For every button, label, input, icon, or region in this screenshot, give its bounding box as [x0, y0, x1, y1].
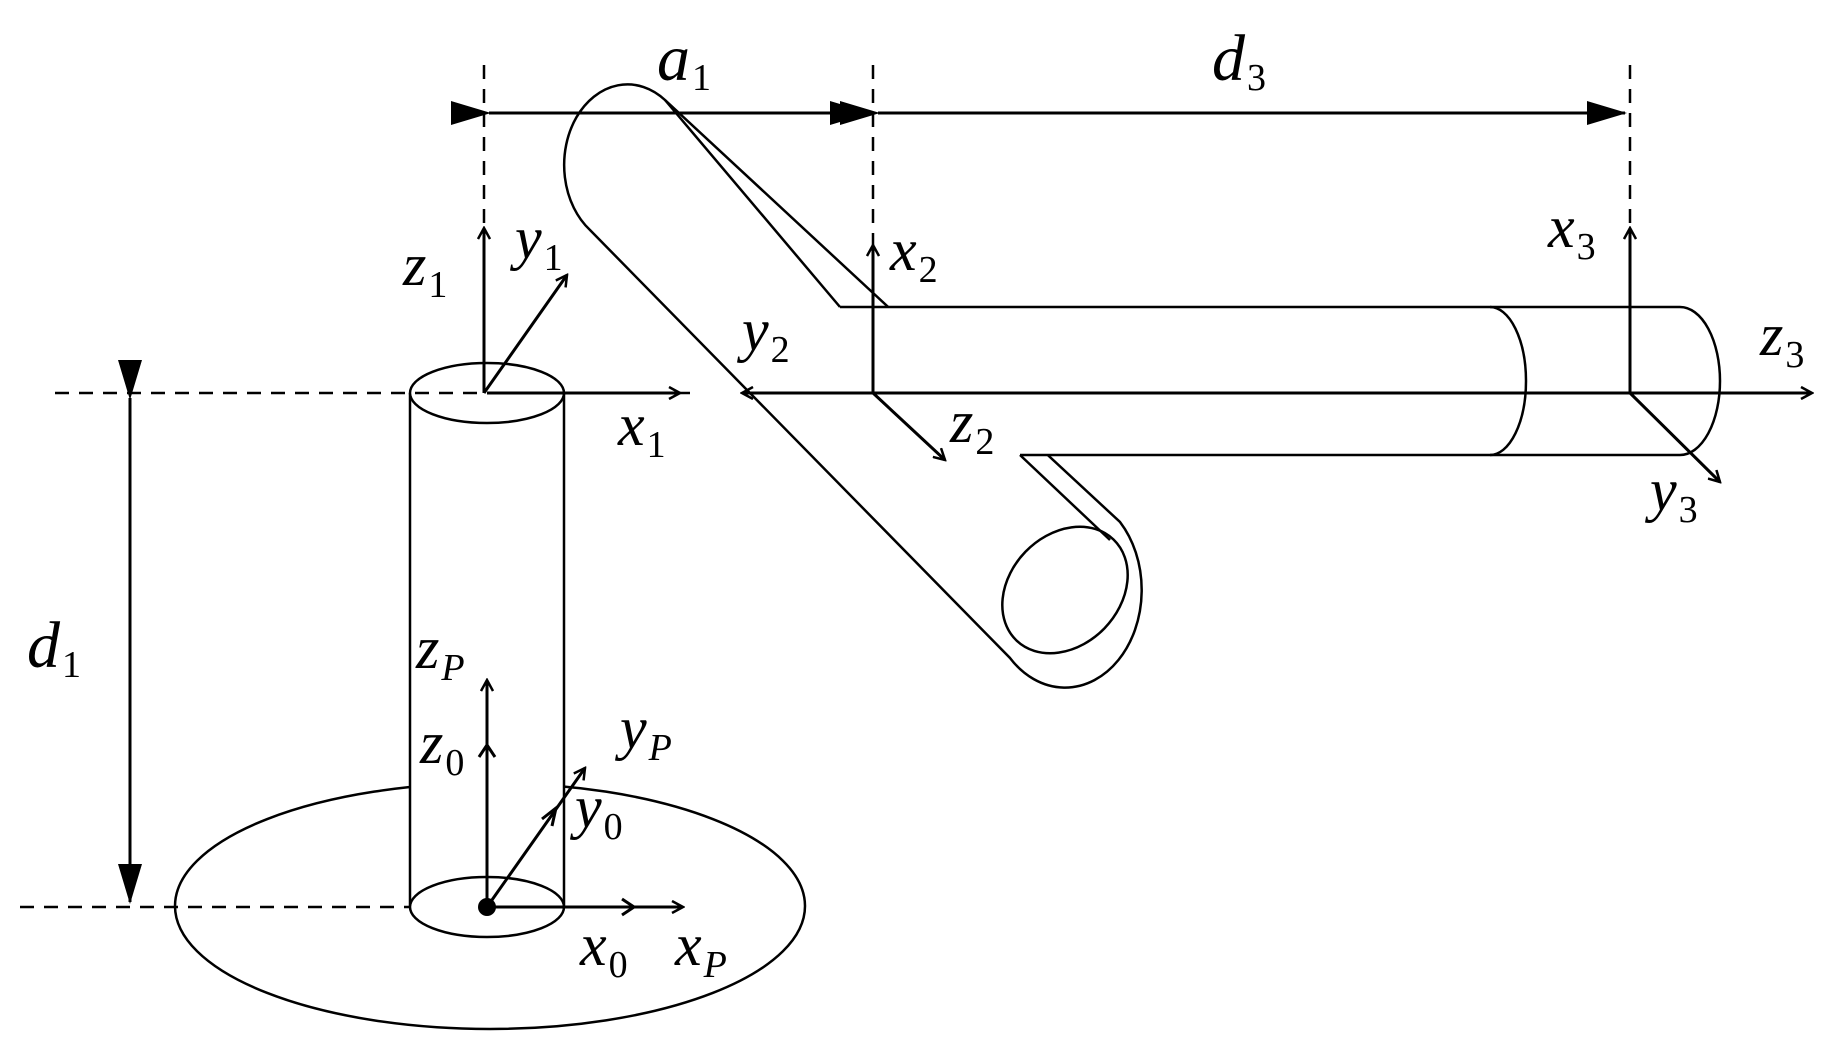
y0-tick: [541, 804, 559, 827]
a1-label: a1: [657, 22, 711, 99]
yp-label: yP: [614, 695, 672, 769]
z1-label: z1: [402, 232, 447, 306]
y1-axis: [482, 275, 567, 394]
z2-axis: [871, 391, 945, 460]
x1-label: x1: [617, 392, 666, 466]
d3-label: d3: [1212, 22, 1266, 99]
z2-label: z2: [949, 389, 994, 463]
y1-label: y1: [509, 205, 563, 279]
zp-label: zP: [415, 615, 465, 689]
z3-label: z3: [1759, 302, 1804, 376]
x2-label: x2: [889, 217, 938, 291]
x0-tick: [621, 897, 637, 917]
x0-label: x0: [579, 912, 628, 986]
base-origin-point: [478, 898, 496, 916]
x3-label: x3: [1547, 194, 1596, 268]
y3-axis: [1628, 391, 1720, 482]
y2-label: y2: [736, 297, 790, 371]
xp-label: xP: [674, 912, 727, 986]
y0-label: y0: [569, 774, 623, 848]
d1-label: d1: [27, 609, 81, 686]
y0-yp-axis: [485, 768, 585, 908]
horizontal-link: [664, 99, 1722, 541]
z0-label: z0: [419, 710, 464, 784]
y3-label: y3: [1644, 457, 1698, 531]
z0-tick: [477, 742, 497, 758]
